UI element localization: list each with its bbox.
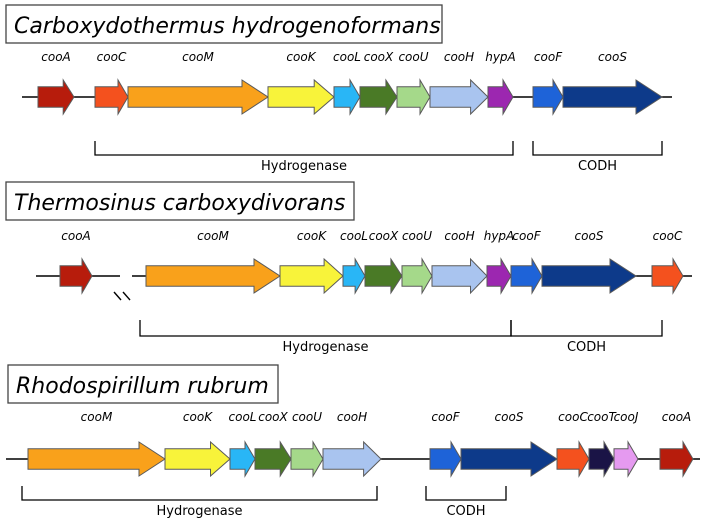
gene-arrow-cooM [127, 79, 269, 115]
gene-arrow-cooF [429, 440, 462, 478]
gene-label: cooK [183, 410, 213, 424]
gene-label: cooH [337, 410, 367, 424]
gene-label: cooX [369, 229, 399, 243]
gene-label: cooH [444, 229, 474, 243]
gene-arrow-cooL [333, 78, 361, 116]
gene-arrow-cooA [659, 440, 694, 478]
gene-arrow-cooH [322, 440, 382, 478]
gene-label: cooK [297, 229, 327, 243]
bracket-label: Hydrogenase [261, 159, 347, 174]
gene-label: cooK [286, 50, 316, 64]
gene-label: cooA [662, 410, 692, 424]
gene-label: cooA [41, 50, 71, 64]
gene-label: cooU [292, 410, 322, 424]
gene-arrow-cooS [562, 79, 663, 115]
gene-arrow-hypA [487, 78, 514, 116]
gene-label: cooU [402, 229, 432, 243]
organism-title: Rhodospirillum rubrum [16, 374, 269, 399]
discontinuity-mark [113, 291, 122, 301]
gene-label: cooC [558, 410, 588, 424]
gene-arrow-cooF [510, 257, 543, 295]
gene-arrow-cooL [229, 440, 256, 478]
gene-label: cooF [512, 229, 541, 243]
gene-label: cooA [61, 229, 91, 243]
gene-label: cooF [431, 410, 460, 424]
operon-bracket [425, 486, 507, 501]
gene-arrow-cooM [145, 258, 281, 294]
gene-arrow-cooH [429, 78, 489, 116]
gene-arrow-cooA [59, 257, 93, 295]
gene-arrow-cooH [431, 257, 488, 295]
bracket-label: CODH [446, 504, 485, 519]
gene-arrow-cooC [94, 78, 129, 116]
gene-label: cooC [653, 229, 683, 243]
gene-arrow-cooU [401, 257, 433, 295]
gene-arrow-cooU [396, 78, 431, 116]
organism-row: Carboxydothermus hydrogenoformans cooA coo… [5, 4, 672, 174]
gene-label: cooC [97, 50, 127, 64]
gene-arrow-cooM [27, 441, 166, 477]
bracket-label: CODH [578, 159, 617, 174]
gene-label: cooL [333, 50, 361, 64]
organism-row: Thermosinus carboxydivorans cooA cooM cooK c… [5, 181, 692, 355]
bracket-label: CODH [567, 340, 606, 355]
bracket-label: Hydrogenase [283, 340, 369, 355]
operon-bracket [532, 141, 663, 156]
gene-label: cooS [598, 50, 627, 64]
operon-bracket [21, 486, 378, 501]
gene-arrow-cooT [588, 440, 615, 478]
gene-arrow-cooK [164, 440, 231, 478]
gene-arrow-cooC [651, 257, 684, 295]
gene-arrow-cooL [342, 257, 366, 295]
discontinuity-mark [122, 291, 131, 301]
gene-label: cooU [398, 50, 428, 64]
gene-arrow-cooJ [613, 440, 639, 478]
gene-arrow-cooS [541, 258, 637, 294]
gene-label: cooM [182, 50, 214, 64]
gene-arrow-cooA [37, 78, 75, 116]
gene-label: hypA [485, 50, 516, 64]
gene-arrow-hypA [486, 257, 512, 295]
organism-title-box [7, 364, 279, 404]
gene-label: cooX [258, 410, 288, 424]
gene-arrow-cooK [267, 78, 335, 116]
gene-arrow-cooK [279, 257, 344, 295]
gene-label: cooF [534, 50, 563, 64]
gene-label: cooL [340, 229, 368, 243]
gene-label: cooX [364, 50, 394, 64]
gene-arrow-cooX [364, 257, 403, 295]
gene-label: cooT [587, 410, 617, 424]
organism-title: Carboxydothermus hydrogenoformans [14, 14, 441, 39]
gene-label: hypA [484, 229, 515, 243]
gene-arrow-cooF [532, 78, 564, 116]
organism-title-box [5, 181, 355, 221]
gene-arrow-cooS [460, 441, 558, 477]
organism-title-box [5, 4, 443, 44]
operon-bracket [510, 320, 663, 337]
operon-bracket [139, 320, 512, 337]
gene-arrow-cooC [556, 440, 590, 478]
organism-title: Thermosinus carboxydivorans [14, 191, 345, 216]
gene-arrow-cooX [254, 440, 292, 478]
gene-label: cooM [197, 229, 229, 243]
gene-label: cooH [444, 50, 474, 64]
gene-label: cooM [81, 410, 113, 424]
gene-label: cooS [495, 410, 524, 424]
gene-arrow-cooU [290, 440, 324, 478]
gene-label: cooL [229, 410, 257, 424]
gene-label: cooJ [614, 410, 639, 424]
gene-label: cooS [575, 229, 604, 243]
operon-bracket [94, 141, 514, 156]
bracket-label: Hydrogenase [157, 504, 243, 519]
gene-arrow-cooX [359, 78, 398, 116]
